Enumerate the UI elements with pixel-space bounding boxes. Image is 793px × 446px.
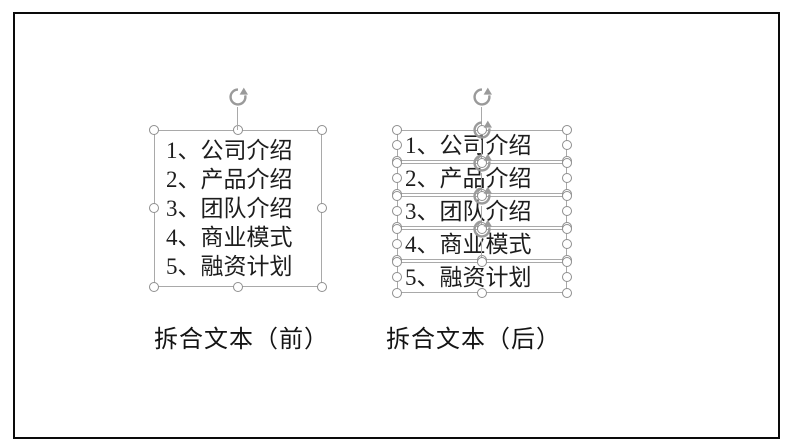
textbox-before-content: 1、公司介绍 2、产品介绍 3、团队介绍 4、商业模式 5、融资计划 (155, 131, 321, 281)
selection-handle-mr[interactable] (562, 173, 572, 183)
rotate-stem (481, 239, 482, 262)
selection-handle-mr[interactable] (562, 239, 572, 249)
selection-handle-ml[interactable] (392, 206, 402, 216)
text-line: 1、公司介绍 (405, 133, 532, 158)
text-line: 5、融资计划 (166, 254, 293, 279)
selection-handle-tm[interactable] (476, 125, 487, 135)
selection-handle-bl[interactable] (392, 288, 402, 298)
selection-handle-tl[interactable] (392, 191, 402, 201)
selection-handle-tm[interactable] (476, 257, 487, 267)
rotate-stem (481, 107, 482, 130)
rotate-stem (481, 140, 482, 163)
rotate-stem (481, 206, 482, 229)
textbox-before[interactable]: 1、公司介绍 2、产品介绍 3、团队介绍 4、商业模式 5、融资计划 (149, 125, 327, 292)
selection-handle-tr[interactable] (562, 224, 572, 234)
caption-after: 拆合文本（后） (386, 326, 561, 353)
rotate-icon (471, 218, 493, 240)
rotate-stem (237, 107, 238, 130)
selection-handle-bl[interactable] (149, 282, 159, 292)
rotate-handle[interactable] (471, 185, 493, 229)
selection-handle-ml[interactable] (392, 140, 402, 150)
textbox-after-5[interactable]: 5、融资计划 (392, 257, 572, 298)
selection-handle-tr[interactable] (562, 158, 572, 168)
rotate-handle[interactable] (471, 86, 493, 130)
text-line: 3、团队介绍 (405, 199, 532, 224)
selection-handle-bm[interactable] (476, 288, 487, 298)
selection-handle-tl[interactable] (392, 125, 402, 135)
rotate-handle[interactable] (471, 119, 493, 163)
selection-handle-tl[interactable] (392, 224, 402, 234)
rotate-handle[interactable] (227, 86, 249, 130)
selection-handle-tl[interactable] (392, 257, 402, 267)
selection-handle-br[interactable] (562, 288, 572, 298)
selection-handle-bm[interactable] (232, 282, 243, 292)
text-line: 4、商业模式 (166, 225, 293, 250)
selection-handle-tr[interactable] (562, 191, 572, 201)
selection-handle-mr[interactable] (562, 140, 572, 150)
selection-handle-ml[interactable] (392, 272, 402, 282)
selection-handle-ml[interactable] (392, 239, 402, 249)
selection-handle-tl[interactable] (149, 125, 159, 135)
rotate-icon (471, 86, 493, 108)
selection-handle-ml[interactable] (149, 203, 159, 213)
selection-handle-ml[interactable] (392, 173, 402, 183)
rotate-icon (227, 86, 249, 108)
selection-handle-mr[interactable] (562, 272, 572, 282)
selection-handle-tr[interactable] (562, 125, 572, 135)
selection-handle-tl[interactable] (392, 158, 402, 168)
text-line: 2、产品介绍 (405, 166, 532, 191)
selection-handle-mr[interactable] (562, 206, 572, 216)
rotate-handle[interactable] (471, 152, 493, 196)
text-line: 2、产品介绍 (166, 167, 293, 192)
selection-handle-tr[interactable] (562, 257, 572, 267)
text-line: 5、融资计划 (405, 265, 532, 290)
selection-handle-tm[interactable] (476, 224, 487, 234)
selection-handle-br[interactable] (317, 282, 327, 292)
selection-handle-tr[interactable] (317, 125, 327, 135)
rotate-handle[interactable] (471, 218, 493, 262)
selection-handle-mr[interactable] (317, 203, 327, 213)
caption-before: 拆合文本（前） (154, 326, 329, 353)
rotate-icon (471, 185, 493, 207)
rotate-icon (471, 119, 493, 141)
text-line: 3、团队介绍 (166, 196, 293, 221)
rotate-icon (471, 152, 493, 174)
rotate-stem (481, 173, 482, 196)
selection-handle-tm[interactable] (476, 158, 487, 168)
text-line: 1、公司介绍 (166, 138, 293, 163)
selection-handle-tm[interactable] (476, 191, 487, 201)
text-line: 4、商业模式 (405, 232, 532, 257)
